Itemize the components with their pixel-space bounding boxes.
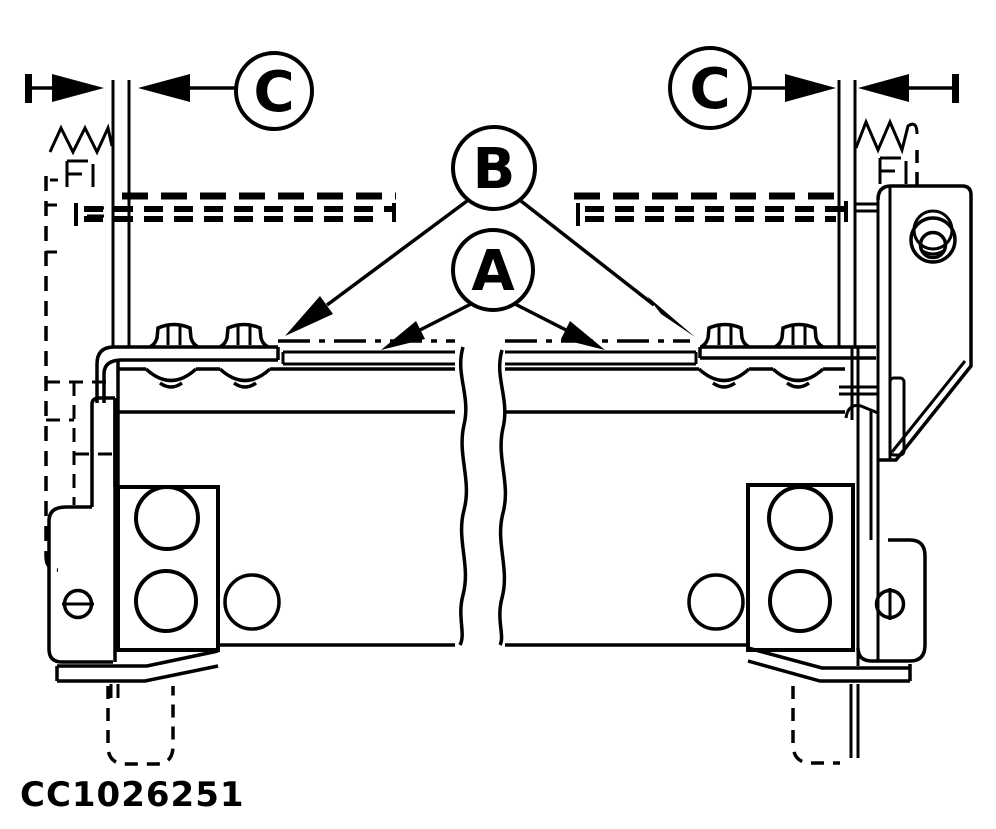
leader-line: [325, 199, 656, 307]
bracket-hole: [134, 485, 200, 551]
panel-edge-left: [111, 80, 131, 347]
rail-band: [116, 360, 845, 487]
panel-edge-right: [837, 80, 860, 666]
bracket-left-outer-plate: [47, 398, 117, 664]
mounting-plate-bridges: [839, 202, 878, 396]
bracket-left: [47, 396, 281, 683]
part-number: CC1026251: [20, 775, 245, 815]
bracket-right-tab: [844, 404, 879, 419]
callout-circle: [234, 51, 314, 131]
dimension-tick-right: [952, 74, 959, 103]
hex-bolt-4: [774, 322, 824, 349]
bracket-right-plate: [746, 483, 855, 652]
panel-hole: [223, 573, 281, 631]
hidden-pin-right: [791, 684, 860, 765]
flange-nut: [771, 367, 825, 389]
retainer-strip-center: [281, 350, 698, 366]
bracket-hole: [768, 569, 832, 633]
bracket-right-outer-plate: [856, 538, 927, 663]
hex-bolt-2: [219, 322, 269, 349]
hidden-pin-left: [106, 684, 175, 766]
dimension-c-left: [25, 74, 236, 103]
hidden-clip-mark-right: [878, 156, 908, 184]
dimension-arrow-icon: [858, 74, 909, 102]
leader-arrow-icon: [285, 296, 333, 336]
clamp-strip-left: [95, 345, 280, 403]
mounting-plate-right: [839, 184, 973, 661]
dimension-c-right: [750, 74, 959, 103]
dimension-arrow-icon: [138, 74, 190, 102]
clamp-strip-right: [698, 345, 876, 360]
leader-arrow-icon: [381, 321, 425, 350]
flange-nut: [697, 367, 751, 389]
bracket-hole: [767, 485, 833, 551]
hidden-crossmember-right: [574, 192, 848, 226]
leader-line: [419, 302, 567, 332]
panel-hole: [687, 573, 745, 631]
hex-bolt-3: [700, 322, 750, 349]
callout-label-a: A: [471, 239, 515, 304]
dimension-arrow-icon: [52, 74, 104, 102]
hidden-clip-mark-left: [50, 159, 95, 187]
dimension-tick-left: [25, 74, 32, 103]
callout-label-b: B: [473, 137, 516, 202]
mounting-plate-slot: [888, 376, 906, 457]
dimension-arrow-icon: [785, 74, 836, 102]
flange-nut: [144, 367, 198, 389]
leader-arrow-icon: [647, 296, 695, 337]
grommet-icon: [909, 209, 957, 264]
callout-label-c-right: C: [689, 57, 730, 122]
hidden-panel-right: [854, 118, 919, 186]
callout-c-right: C: [668, 46, 752, 130]
leader-arrow-icon: [561, 321, 605, 350]
bracket-hole: [134, 569, 198, 633]
callout-label-c-left: C: [253, 60, 294, 125]
bracket-left-foot: [55, 649, 219, 683]
break-line: [458, 346, 508, 646]
bracket-left-plate: [116, 485, 220, 652]
mounting-plate-outline: [876, 184, 973, 462]
hidden-crossmember-left: [74, 192, 396, 226]
callout-circle: [668, 46, 752, 130]
bracket-right-foot: [747, 646, 912, 683]
flange-nut: [218, 367, 272, 389]
callout-circle: [451, 125, 537, 211]
callout-b: B: [285, 125, 695, 337]
callout-a: A: [381, 228, 605, 350]
callout-c-left: C: [234, 51, 314, 131]
callout-circle: [451, 228, 535, 312]
hex-bolt-1: [149, 322, 199, 349]
